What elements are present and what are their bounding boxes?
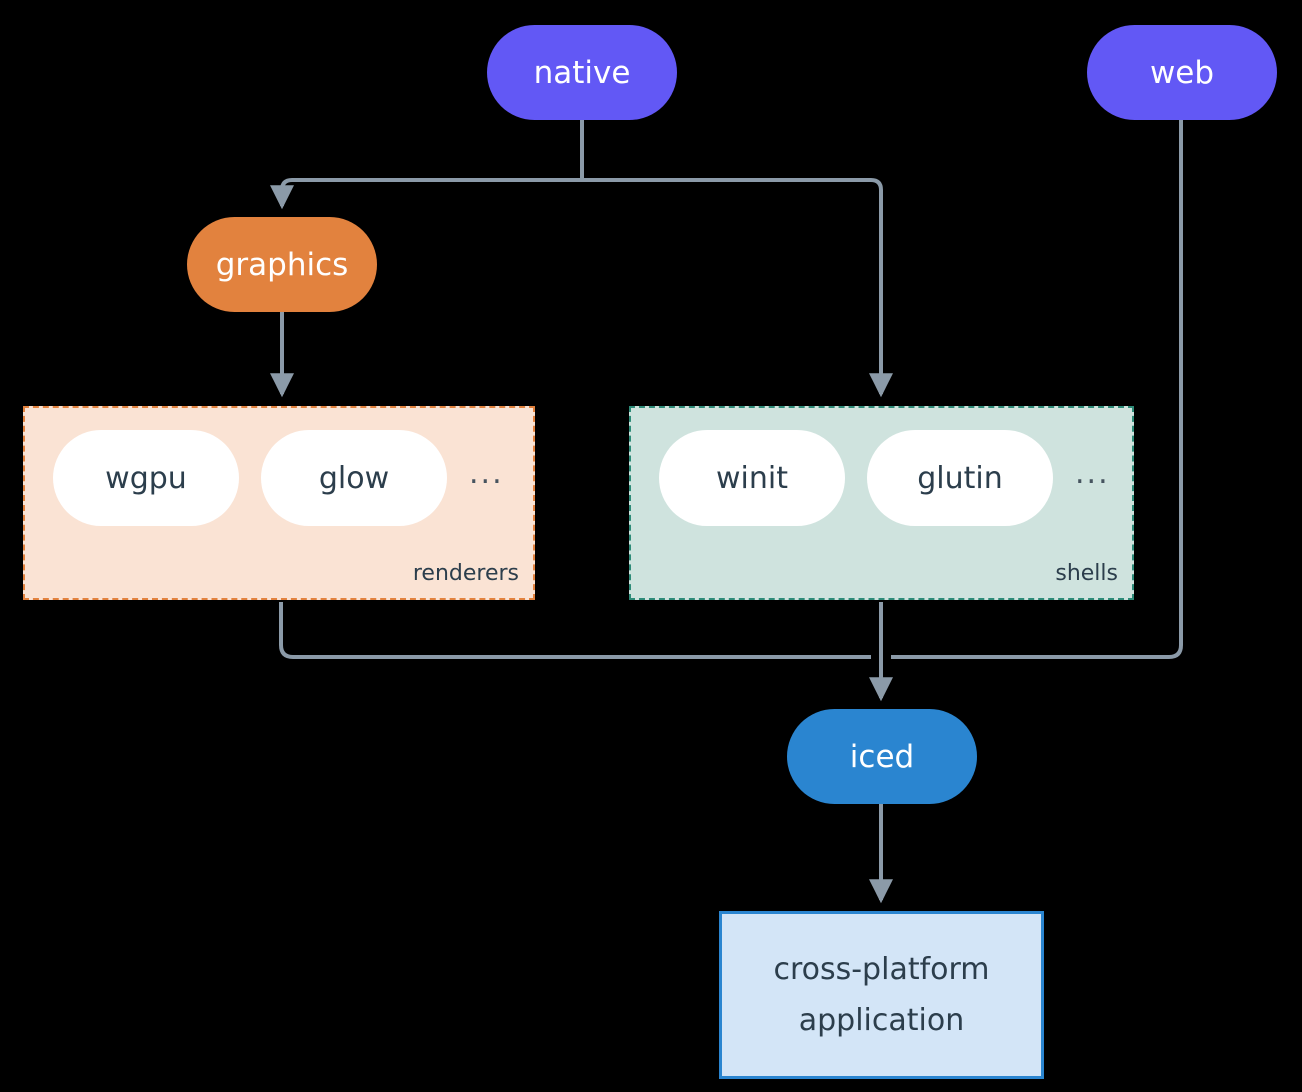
chip-glow[interactable]: glow <box>261 430 447 526</box>
application-label-line2: application <box>798 1003 965 1038</box>
chip-glutin-label: glutin <box>917 460 1003 496</box>
edge-renderers-to-iced <box>279 602 871 659</box>
cluster-shells[interactable]: winit glutin ... shells <box>629 406 1134 600</box>
chip-winit-label: winit <box>716 460 788 496</box>
node-native-label: native <box>533 54 631 91</box>
chip-winit[interactable]: winit <box>659 430 845 526</box>
chip-glutin[interactable]: glutin <box>867 430 1053 526</box>
node-graphics-label: graphics <box>215 246 349 283</box>
node-cross-platform-application[interactable]: cross-platform application <box>719 911 1044 1079</box>
application-label-line1: cross-platform <box>773 952 990 987</box>
node-iced[interactable]: iced <box>787 709 977 804</box>
node-web-label: web <box>1149 54 1215 91</box>
node-graphics[interactable]: graphics <box>187 217 377 312</box>
node-iced-label: iced <box>849 738 915 775</box>
edge-native-to-shells <box>582 178 893 398</box>
renderers-more-ellipsis: ... <box>469 455 504 491</box>
cluster-shells-label: shells <box>1055 561 1118 586</box>
cluster-renderers-items: wgpu glow ... <box>25 430 533 526</box>
node-web[interactable]: web <box>1087 25 1277 120</box>
shells-more-ellipsis: ... <box>1075 455 1110 491</box>
chip-wgpu-label: wgpu <box>105 460 187 496</box>
chip-glow-label: glow <box>318 460 390 496</box>
cluster-renderers-label: renderers <box>412 561 519 586</box>
cluster-renderers[interactable]: wgpu glow ... renderers <box>23 406 535 600</box>
node-native[interactable]: native <box>487 25 677 120</box>
chip-wgpu[interactable]: wgpu <box>53 430 239 526</box>
cluster-shells-items: winit glutin ... <box>631 430 1132 526</box>
edge-native-to-graphics <box>270 178 582 210</box>
